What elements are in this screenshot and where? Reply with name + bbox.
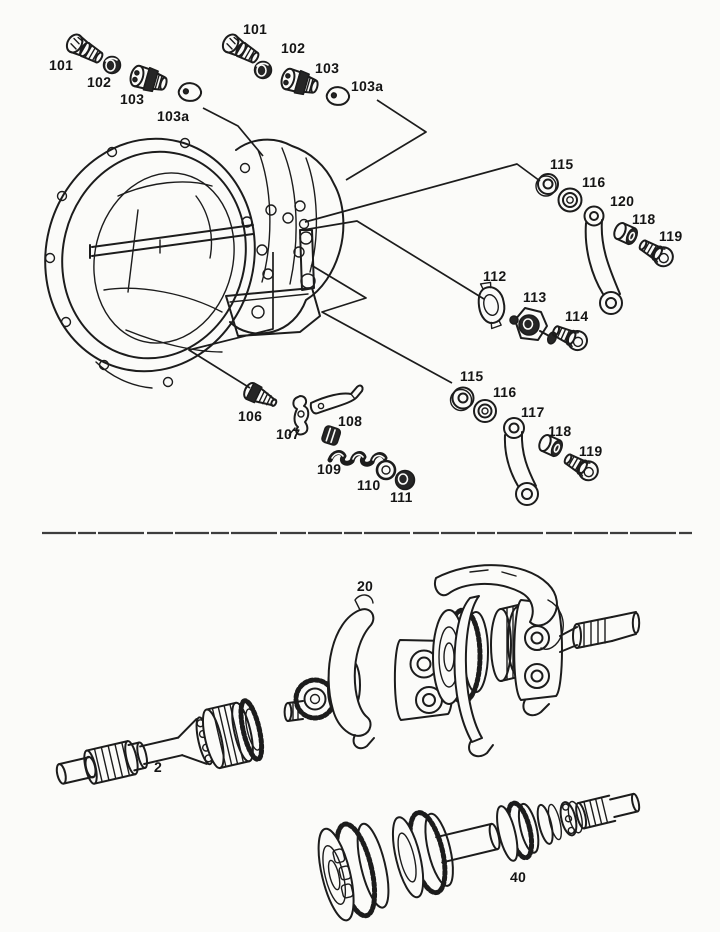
- detent-and-fork-set-drawing: [243, 382, 416, 491]
- part-label-102-left: 102: [86, 74, 112, 90]
- part-label-118-lower: 118: [547, 423, 572, 439]
- part-label-101-left: 101: [48, 57, 74, 73]
- part-label-119-upper: 119: [658, 228, 683, 244]
- part-label-108: 108: [337, 413, 363, 429]
- switch-with-gasket-drawing: [477, 281, 592, 355]
- part-label-112: 112: [482, 268, 507, 284]
- part-label-103-left: 103: [119, 91, 145, 107]
- main-shaft-assembly-drawing: [283, 564, 641, 758]
- countershaft-drawing: [317, 792, 641, 922]
- part-label-109: 109: [316, 461, 342, 477]
- upper-lever-set-drawing: [535, 173, 678, 315]
- part-label-119-lower: 119: [578, 443, 603, 459]
- part-label-102-right: 102: [280, 40, 306, 56]
- transmission-housing-drawing: [44, 137, 345, 389]
- part-label-114: 114: [564, 308, 589, 324]
- part-label-111: 111: [389, 489, 413, 505]
- part-label-40: 40: [509, 869, 527, 885]
- part-label-120: 120: [609, 193, 635, 209]
- part-label-103-right: 103: [314, 60, 340, 76]
- part-label-113: 113: [522, 289, 547, 305]
- part-label-107: 107: [275, 426, 301, 442]
- part-label-115-lower: 115: [459, 368, 484, 384]
- part-label-110: 110: [356, 477, 381, 493]
- part-label-103a-left: 103a: [156, 108, 190, 124]
- part-label-117: 117: [520, 404, 545, 420]
- part-label-115-upper: 115: [549, 156, 574, 172]
- part-label-116-lower: 116: [492, 384, 517, 400]
- part-label-103a-right: 103a: [350, 78, 384, 94]
- part-label-20: 20: [356, 578, 374, 594]
- part-label-106: 106: [237, 408, 263, 424]
- part-label-2: 2: [153, 759, 163, 775]
- lower-lever-set-drawing: [449, 386, 603, 506]
- part-label-118-upper: 118: [631, 211, 656, 227]
- part-label-116-upper: 116: [581, 174, 606, 190]
- leader-lines: [188, 99, 541, 389]
- input-shaft-drawing: [55, 698, 265, 785]
- part-label-101-right: 101: [242, 21, 268, 37]
